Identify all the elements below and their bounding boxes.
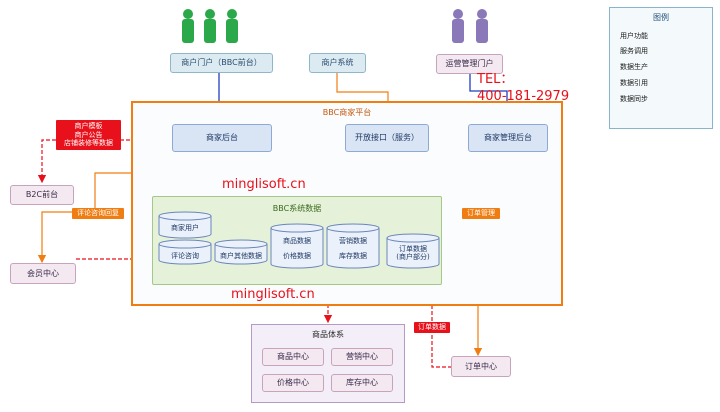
- goods-system-title: 商品体系: [312, 330, 344, 339]
- merchant-backend[interactable]: 商家后台: [172, 124, 272, 152]
- order-center[interactable]: 订单中心: [451, 356, 511, 377]
- stock-data: 库存数据: [339, 252, 367, 260]
- data-cylinders: [158, 211, 440, 269]
- user-green-icon: [182, 9, 238, 43]
- b2c-frontend[interactable]: B2C前台: [10, 185, 74, 205]
- legend-title: 图例: [653, 13, 669, 22]
- tel-number: 400-181-2979: [477, 89, 570, 104]
- legend-item-data-reference: 数据引用: [620, 79, 648, 87]
- marketing-center[interactable]: 营销中心: [331, 348, 393, 366]
- note-line-1: 商户模板: [74, 121, 103, 130]
- order-data-line-1: 订单数据: [399, 245, 427, 253]
- platform-title: BBC商家平台: [322, 108, 372, 117]
- goods-center[interactable]: 商品中心: [262, 348, 324, 366]
- order-data-line-2: (商户部分): [396, 253, 430, 262]
- merchant-system[interactable]: 商户系统: [309, 53, 366, 73]
- order-data-tag: 订单数据: [414, 322, 450, 333]
- member-center[interactable]: 会员中心: [10, 263, 76, 284]
- watermark-top: minglisoft.cn: [222, 177, 306, 192]
- merchant-other-data: 商户其他数据: [220, 252, 262, 260]
- legend-item-data-sync: 数据同步: [620, 95, 648, 103]
- legend-item-service-call: 服务调用: [620, 47, 648, 55]
- order-data-merchant: 订单数据 (商户部分): [387, 245, 439, 262]
- review-reply-tag: 评论咨询回复: [72, 208, 124, 219]
- tel-label: TEL：: [477, 72, 514, 87]
- review-data: 评论咨询: [171, 252, 199, 260]
- merchant-template-note: 商户模板 商户公告 店铺装修等数据: [56, 120, 121, 150]
- data-zone-title: BBC系统数据: [272, 204, 322, 213]
- legend: 图例 用户功能 服务调用 数据生产 数据引用 数据同步: [609, 7, 713, 129]
- note-line-3: 店铺装修等数据: [64, 139, 113, 148]
- stock-center[interactable]: 库存中心: [331, 374, 393, 392]
- note-line-2: 商户公告: [74, 130, 103, 139]
- order-mgmt-tag: 订单管理: [462, 208, 500, 219]
- merchant-mgmt-backend[interactable]: 商家管理后台: [468, 124, 548, 152]
- ops-portal[interactable]: 运营管理门户: [436, 54, 503, 74]
- legend-item-data-production: 数据生产: [620, 63, 648, 71]
- open-api[interactable]: 开放接口（服务）: [345, 124, 429, 152]
- legend-item-user-function: 用户功能: [620, 32, 648, 40]
- price-data: 价格数据: [283, 252, 311, 260]
- merchant-user-data: 商家用户: [171, 224, 199, 232]
- price-center[interactable]: 价格中心: [262, 374, 324, 392]
- watermark-bottom: minglisoft.cn: [231, 287, 315, 302]
- goods-data: 商品数据: [283, 237, 311, 245]
- merchant-portal[interactable]: 商户门户（BBC前台）: [170, 53, 273, 73]
- marketing-data: 营销数据: [339, 237, 367, 245]
- user-purple-icon: [452, 9, 488, 43]
- tel-text: TEL： 400-181-2979: [477, 71, 569, 105]
